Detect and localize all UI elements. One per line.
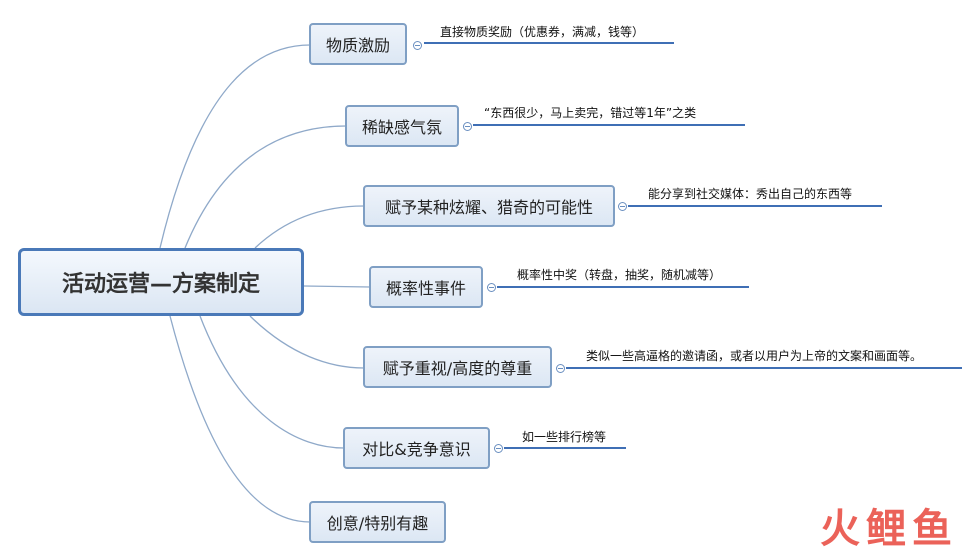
- note-underline-3: [628, 205, 882, 207]
- branch-note-2: “东西很少，马上卖完，错过等1年”之类: [484, 106, 697, 120]
- collapse-icon-3[interactable]: [618, 202, 627, 211]
- collapse-icon-6[interactable]: [494, 444, 503, 453]
- note-underline-4: [497, 286, 749, 288]
- branch-node-2[interactable]: 稀缺感气氛: [345, 105, 459, 147]
- note-underline-6: [504, 447, 626, 449]
- collapse-icon-5[interactable]: [556, 364, 565, 373]
- note-underline-1: [424, 42, 674, 44]
- connector-branch-7: [169, 315, 311, 523]
- branch-node-6[interactable]: 对比&竞争意识: [343, 427, 490, 469]
- note-underline-2: [473, 124, 745, 126]
- branch-note-1: 直接物质奖励（优惠券，满减，钱等）: [440, 25, 645, 39]
- root-node[interactable]: 活动运营—方案制定: [18, 248, 304, 316]
- branch-node-5[interactable]: 赋予重视/高度的尊重: [363, 346, 552, 388]
- branch-node-7[interactable]: 创意/特别有趣: [309, 501, 446, 543]
- collapse-icon-2[interactable]: [463, 122, 472, 131]
- connector-branch-4: [303, 285, 371, 288]
- note-underline-5: [566, 367, 962, 369]
- branch-note-6: 如一些排行榜等: [522, 430, 607, 444]
- connector-branch-6: [199, 315, 345, 449]
- branch-note-3: 能分享到社交媒体：秀出自己的东西等: [648, 187, 853, 201]
- watermark-logo: 火鲤鱼: [820, 506, 958, 552]
- connector-branch-3: [254, 205, 365, 249]
- branch-note-4: 概率性中奖（转盘，抽奖，随机减等）: [517, 268, 722, 282]
- connector-branch-5: [249, 315, 365, 369]
- branch-node-4[interactable]: 概率性事件: [369, 266, 483, 308]
- branch-note-5: 类似一些高逼格的邀请函，或者以用户为上帝的文案和画面等。: [586, 349, 923, 363]
- branch-node-1[interactable]: 物质激励: [309, 23, 407, 65]
- collapse-icon-1[interactable]: [413, 41, 422, 50]
- branch-node-3[interactable]: 赋予某种炫耀、猎奇的可能性: [363, 185, 615, 227]
- collapse-icon-4[interactable]: [487, 283, 496, 292]
- connector-branch-1: [159, 44, 311, 249]
- connector-branch-2: [184, 125, 347, 249]
